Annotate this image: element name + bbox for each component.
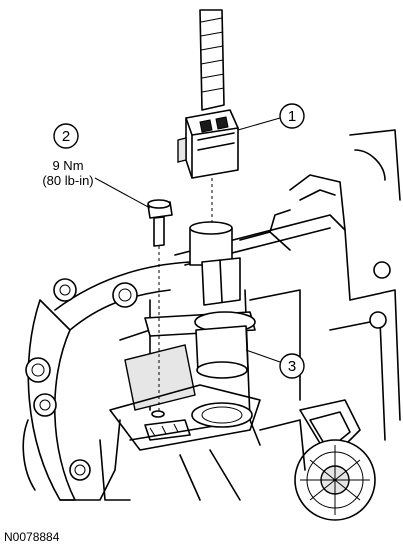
mounting-bolt [147,199,173,247]
figure-id: N0078884 [4,530,60,544]
callout-1-label: 1 [288,108,296,125]
torque-spec-metric: 9 Nm [52,158,84,173]
callout-3: 3 [279,353,305,379]
torque-spec-imperial: (80 lb-in) [42,173,94,188]
leader-line-2 [94,177,151,209]
callout-2: 2 [53,123,79,149]
sensor-assembly [144,221,256,379]
leader-line-1 [237,117,281,131]
leader-line-3 [245,349,281,363]
wiring-harness [199,9,225,111]
callout-1: 1 [279,103,305,129]
callout-2-label: 2 [62,128,70,145]
callout-3-label: 3 [288,358,296,375]
electrical-connector [177,109,239,179]
housing-casting [22,129,401,521]
